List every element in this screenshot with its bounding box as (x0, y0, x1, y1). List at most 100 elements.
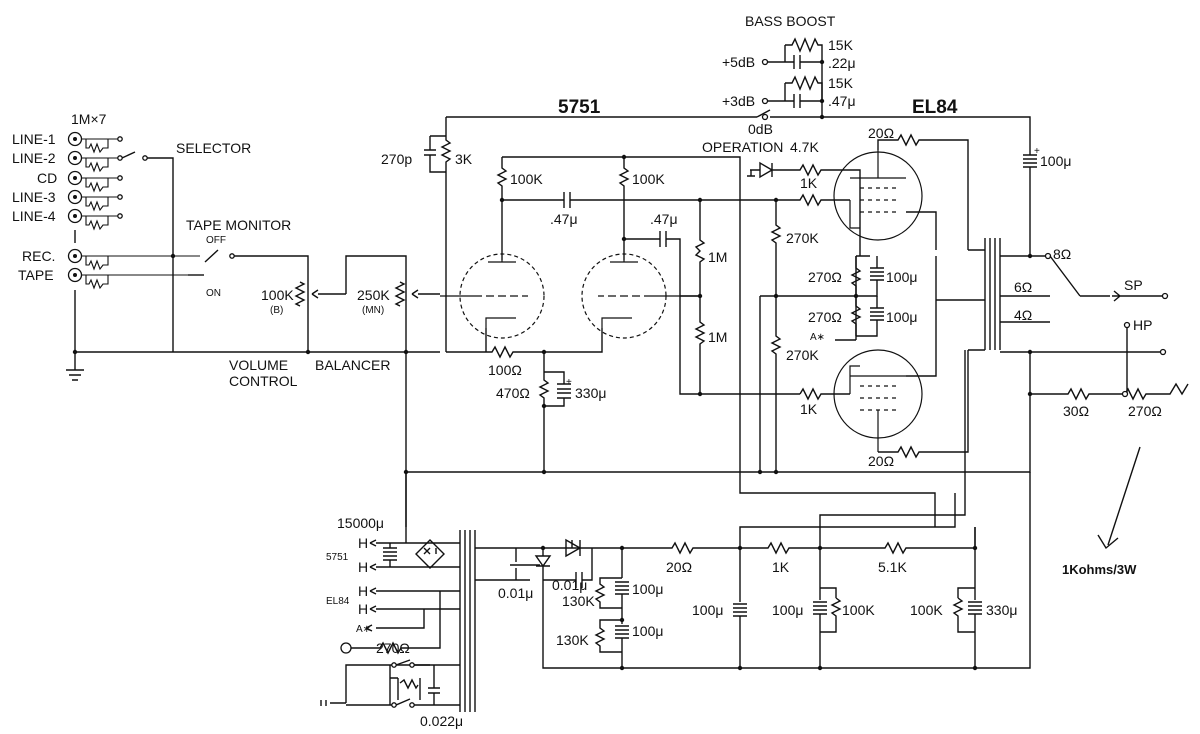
power-transformer (459, 530, 516, 712)
grid-leak-2-value: 270K (786, 347, 819, 363)
plate-resistor-2-value: 100K (632, 171, 665, 187)
coupling-cap-2-value: .47μ (650, 211, 678, 227)
a-star-label: A∗ (810, 332, 825, 343)
polarity-mark-1: + (566, 377, 572, 388)
doubler-cap-1-value: 100μ (632, 581, 663, 597)
tap-6ohm-label: 6Ω (1014, 279, 1032, 295)
hp-shunt-resistor-value: 270Ω (1128, 403, 1162, 419)
bass-boost-network: BASS BOOST +5dB 15K .22μ +3dB 15K .47μ 0… (722, 13, 856, 137)
heater-el84-label: EL84 (326, 596, 350, 607)
rectifier-cap-1-value: 0.01μ (498, 585, 533, 601)
filter-cap-15000-value: 15000μ (337, 515, 384, 531)
bias-cap-2-value: 100μ (886, 309, 917, 325)
top-cap-value: 100μ (1040, 153, 1071, 169)
heater-el84-h1: H (358, 583, 368, 599)
selector-label: SELECTOR (176, 140, 251, 156)
tape-monitor-on-label: ON (206, 288, 221, 299)
hp-series-resistor-value: 30Ω (1063, 403, 1089, 419)
stage-el84: OPERATION 4.7K 1K 270K 270Ω 100μ 270Ω 10… (702, 125, 1189, 577)
line-1-label: LINE-1 (12, 131, 56, 147)
switch-contact-0db (761, 113, 769, 121)
headphone-output-label: HP (1133, 317, 1152, 333)
filter-cap-5-value: 330μ (986, 602, 1017, 618)
rec-label: REC. (22, 248, 55, 264)
input-section: 1M×7 LINE-1 LINE-2 CD LINE-3 LINE-4 REC.… (12, 111, 440, 527)
cathode-bypass-cap-value: 330μ (575, 385, 606, 401)
rectifier-cap-2-value: 0.01μ (552, 577, 587, 593)
bb-r1-value: 15K (828, 37, 854, 53)
tape-monitor-label: TAPE MONITOR (186, 217, 291, 233)
volume-taper: (B) (270, 305, 283, 316)
bias-resistor-2-value: 270Ω (808, 309, 842, 325)
a-star-ps-label: A∗ (356, 624, 371, 635)
polarity-mark-2: + (1034, 146, 1040, 157)
volume-value: 100K (261, 287, 294, 303)
filter-cap-4-value: 100μ (772, 602, 803, 618)
grid-stopper-2-value: 1K (800, 401, 818, 417)
balancer-value: 250K (357, 287, 390, 303)
filter-bleeder-value: 100K (842, 602, 875, 618)
tap-4ohm-label: 4Ω (1014, 307, 1032, 323)
power-supply: 15000μ H 5751 H H EL84 H A∗ 270Ω 0.022μ … (320, 350, 1031, 729)
grid-leak-1-value: 270K (786, 230, 819, 246)
nfb-cap-value: 270p (381, 151, 412, 167)
tape-label: TAPE (18, 267, 54, 283)
tube-5751-title: 5751 (558, 97, 601, 118)
balancer-taper: (MN) (362, 305, 384, 316)
line-2-label: LINE-2 (12, 150, 56, 166)
plate-resistor-1-value: 100K (510, 171, 543, 187)
bb-c2-value: .47μ (828, 93, 856, 109)
grid-resistor-2-value: 1M (708, 329, 727, 345)
balancer-label: BALANCER (315, 357, 390, 373)
heater-5751-h2: H (358, 559, 368, 575)
input-jacks (67, 131, 83, 283)
filter-resistor-5k1-value: 5.1K (878, 559, 907, 575)
filter-bleeder-2-value: 100K (910, 602, 943, 618)
filter-resistor-20-value: 20Ω (666, 559, 692, 575)
line-3-label: LINE-3 (12, 189, 56, 205)
bb-c1-value: .22μ (828, 55, 856, 71)
cathode-bypass-resistor-value: 470Ω (496, 385, 530, 401)
led-ps-resistor-value: 270Ω (376, 640, 410, 656)
filter-cap-3-value: 100μ (692, 602, 723, 618)
ac-snubber-cap-value: 0.022μ (420, 713, 463, 729)
cd-label: CD (37, 170, 57, 186)
zero-db-label: 0dB (748, 121, 773, 137)
filter-resistor-1k-value: 1K (772, 559, 790, 575)
cathode-resistor-value: 100Ω (488, 362, 522, 378)
line-4-label: LINE-4 (12, 208, 56, 224)
volume-control-label-1: VOLUME (229, 357, 288, 373)
coupling-cap-1-value: .47μ (550, 211, 578, 227)
stage-5751: 270p 3K 100K 100K .47μ .47μ 1M 1M 100Ω +… (381, 117, 936, 527)
input-resistor-label: 1M×7 (71, 111, 107, 127)
speaker-output-label: SP (1124, 277, 1143, 293)
bleeder-resistor-2-value: 130K (556, 632, 589, 648)
switch-contact-5db (761, 58, 769, 66)
screen-resistor-2-value: 20Ω (868, 453, 894, 469)
doubler-cap-2-value: 100μ (632, 623, 663, 639)
volume-control-label-2: CONTROL (229, 373, 298, 389)
grid-resistor-1-value: 1M (708, 249, 727, 265)
bias-cap-1-value: 100μ (886, 269, 917, 285)
resistor-rating-note: 1Kohms/3W (1062, 562, 1137, 577)
operation-label: OPERATION (702, 139, 783, 155)
tape-monitor-off-label: OFF (206, 235, 226, 246)
screen-resistor-1-value: 20Ω (868, 125, 894, 141)
heater-5751-h1: H (358, 535, 368, 551)
led-resistor-value: 4.7K (790, 139, 819, 155)
tube-5751-section-a (459, 253, 545, 339)
plus-5db-label: +5dB (722, 54, 755, 70)
switch-contact-3db (761, 97, 769, 105)
tap-8ohm-label: 8Ω (1053, 246, 1071, 262)
bass-boost-label: BASS BOOST (745, 13, 836, 29)
heater-el84-h2: H (358, 601, 368, 617)
output-transformer (968, 238, 1130, 353)
heater-5751-label: 5751 (326, 552, 349, 563)
bleeder-resistor-1-value: 130K (562, 593, 595, 609)
bias-resistor-1-value: 270Ω (808, 269, 842, 285)
grid-stopper-1-value: 1K (800, 175, 818, 191)
tube-el84-title: EL84 (912, 97, 958, 118)
plus-3db-label: +3dB (722, 93, 755, 109)
nfb-resistor-value: 3K (455, 151, 473, 167)
